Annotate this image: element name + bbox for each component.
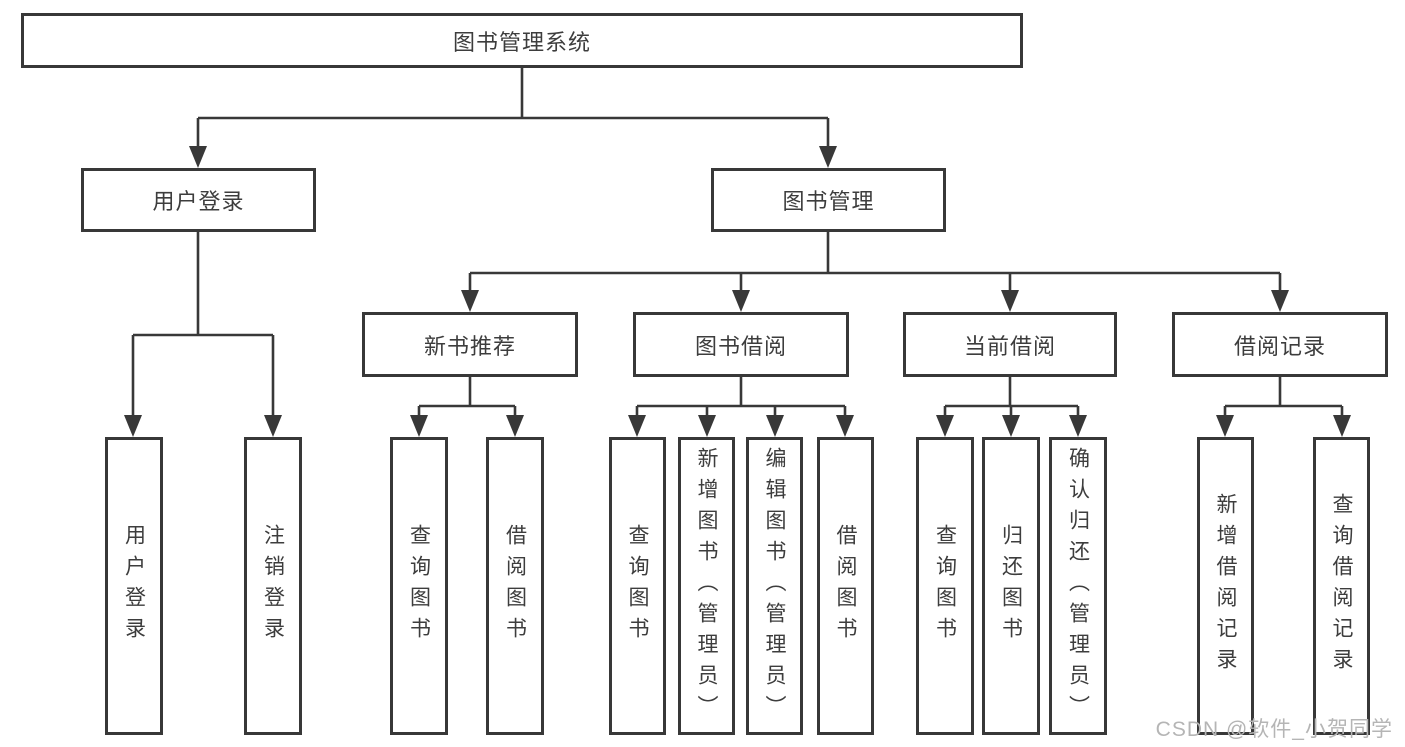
node-borrowing-records: 借阅记录	[1172, 312, 1388, 377]
leaf-query-books-borrowing: 查询图书	[609, 437, 666, 735]
leaf-query-borrow-record: 查询借阅记录	[1313, 437, 1370, 735]
leaf-add-books-admin: 新增图书（管理员）	[678, 437, 735, 735]
node-label: 确认归还（管理员）	[1066, 446, 1090, 726]
node-label: 图书管理	[782, 189, 875, 214]
node-label: 归还图书	[999, 524, 1023, 648]
leaf-query-books-recommend: 查询图书	[390, 437, 448, 735]
node-current-borrowing: 当前借阅	[903, 312, 1117, 377]
node-label: 注销登录	[261, 524, 285, 648]
leaf-confirm-return-admin: 确认归还（管理员）	[1049, 437, 1107, 735]
leaf-query-books-current: 查询图书	[916, 437, 974, 735]
csdn-watermark: CSDN @软件_小贺同学	[1155, 718, 1393, 741]
node-label: 查询图书	[407, 524, 431, 648]
node-label: 查询借阅记录	[1330, 493, 1353, 679]
node-label: 借阅图书	[834, 524, 857, 648]
node-label: 用户登录	[152, 189, 245, 214]
leaf-return-books: 归还图书	[982, 437, 1040, 735]
leaf-user-login: 用户登录	[105, 437, 163, 735]
node-book-borrowing: 图书借阅	[633, 312, 849, 377]
node-new-book-recommendation: 新书推荐	[362, 312, 578, 377]
node-label: 新增图书（管理员）	[695, 446, 718, 726]
leaf-edit-books-admin: 编辑图书（管理员）	[746, 437, 803, 735]
leaf-borrow-books: 借阅图书	[817, 437, 874, 735]
node-label: 新增借阅记录	[1214, 493, 1237, 679]
leaf-borrow-books-recommend: 借阅图书	[486, 437, 544, 735]
node-label: 用户登录	[122, 524, 146, 648]
node-label: 编辑图书（管理员）	[763, 446, 786, 726]
node-label: 查询图书	[626, 524, 649, 648]
node-label: 当前借阅	[963, 333, 1056, 359]
leaf-add-borrow-record: 新增借阅记录	[1197, 437, 1254, 735]
node-user-login: 用户登录	[81, 168, 316, 232]
node-label: 借阅图书	[503, 524, 527, 648]
node-label: 图书管理系统	[452, 29, 591, 55]
leaf-logout: 注销登录	[244, 437, 302, 735]
node-book-management: 图书管理	[711, 168, 946, 232]
node-label: 图书借阅	[694, 333, 787, 359]
node-label: 新书推荐	[423, 333, 516, 359]
node-library-management-system: 图书管理系统	[21, 13, 1023, 68]
node-label: 借阅记录	[1233, 333, 1326, 359]
node-label: 查询图书	[933, 524, 957, 648]
